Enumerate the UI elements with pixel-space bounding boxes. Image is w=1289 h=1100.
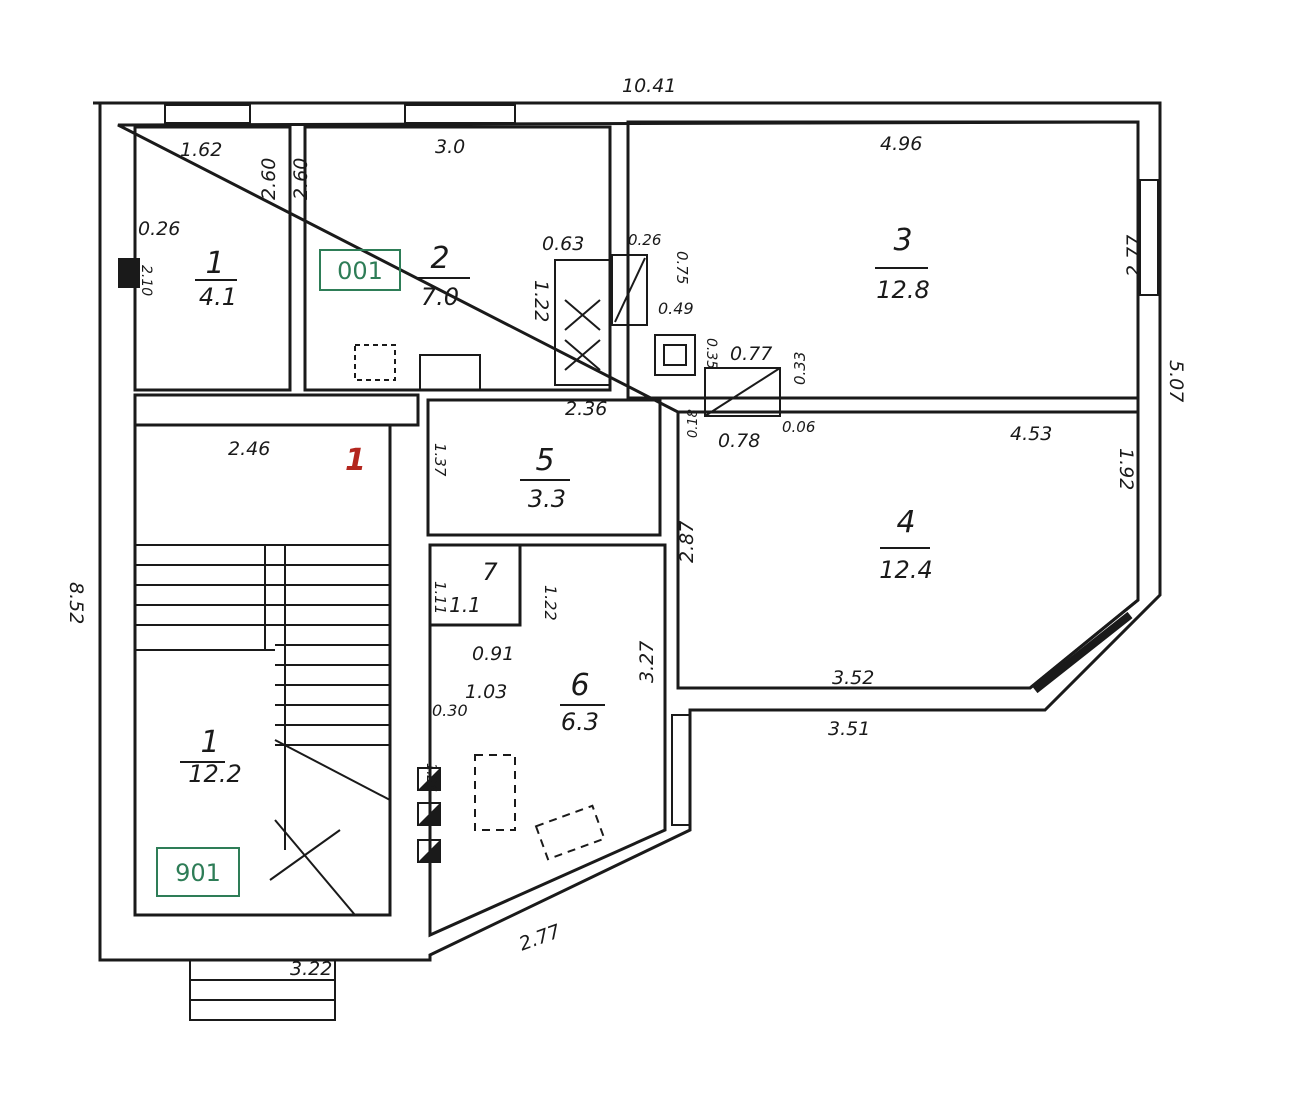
svg-text:2.36: 2.36 [565, 398, 607, 420]
svg-text:2.60: 2.60 [290, 158, 312, 200]
svg-text:1.22: 1.22 [541, 585, 560, 621]
room-area: 6.3 [561, 708, 599, 736]
svg-text:4.53: 4.53 [1010, 423, 1052, 445]
svg-text:0.33: 0.33 [791, 352, 809, 385]
svg-text:0.30: 0.30 [432, 701, 468, 720]
svg-text:2.87: 2.87 [676, 521, 698, 563]
svg-text:4.96: 4.96 [880, 133, 922, 155]
stair-hall-outline [133, 423, 392, 917]
svg-text:5.07: 5.07 [1165, 360, 1187, 402]
svg-text:3.51: 3.51 [828, 718, 870, 740]
svg-text:3.0: 3.0 [435, 136, 465, 158]
room-number: 2 [430, 241, 449, 276]
svg-text:3.52: 3.52 [832, 667, 874, 689]
svg-text:1.92: 1.92 [1115, 448, 1137, 490]
room-3-outline [626, 120, 1140, 400]
svg-text:1.11: 1.11 [431, 581, 449, 614]
room-number: 1 [205, 246, 224, 281]
chimney-icons [118, 258, 441, 863]
svg-text:1.62: 1.62 [180, 139, 222, 161]
staircase [135, 544, 391, 916]
room-number: 4 [896, 505, 915, 540]
room-area: 3.3 [528, 485, 566, 513]
room-number: 3 [893, 223, 912, 258]
window [1139, 179, 1159, 296]
svg-text:0.78: 0.78 [718, 430, 760, 452]
window [671, 714, 691, 826]
room-number: 7 [482, 558, 498, 586]
svg-text:0.26: 0.26 [138, 218, 180, 240]
svg-text:0.18: 0.18 [686, 409, 701, 438]
svg-text:2.60: 2.60 [258, 158, 280, 200]
svg-text:1.26: 1.26 [423, 763, 438, 792]
dimension-labels: 10.41 8.52 5.07 3.22 1.62 2.60 2.60 3.0 … [65, 75, 1187, 980]
tag-001-box [319, 249, 401, 291]
svg-text:2.46: 2.46 [228, 438, 270, 460]
svg-text:0.91: 0.91 [472, 643, 514, 665]
svg-text:3.22: 3.22 [290, 958, 332, 980]
entrance-steps [189, 959, 336, 1021]
svg-text:1.22: 1.22 [530, 280, 552, 322]
room-number: 1 [200, 725, 219, 760]
room-area: 12.2 [188, 760, 241, 788]
svg-text:0.77: 0.77 [730, 343, 772, 365]
room-area: 12.8 [876, 276, 929, 304]
room-area: 1.1 [449, 593, 481, 617]
room-area: 4.1 [199, 283, 237, 311]
room-6-outline [428, 543, 667, 938]
window [1032, 611, 1133, 694]
window [164, 104, 251, 124]
room-5-outline [426, 398, 662, 537]
svg-text:0.75: 0.75 [673, 251, 691, 284]
svg-text:2.77: 2.77 [516, 920, 563, 955]
svg-text:1.37: 1.37 [431, 443, 449, 477]
svg-text:0.06: 0.06 [782, 418, 815, 436]
tag-001: 001 [337, 257, 383, 285]
svg-text:2.10: 2.10 [138, 265, 154, 296]
room-area: 7.0 [421, 283, 459, 311]
window [404, 104, 516, 124]
svg-text:10.41: 10.41 [622, 75, 676, 97]
svg-text:0.26: 0.26 [628, 231, 661, 249]
svg-text:0.63: 0.63 [542, 233, 584, 255]
room-labels: 1 4.1 2 7.0 3 12.8 4 12.4 5 3.3 6 6.3 7 … [180, 223, 933, 788]
room-number: 6 [570, 668, 589, 703]
red-marker: 1 [345, 443, 366, 478]
room-area: 12.4 [879, 556, 932, 584]
svg-text:0.49: 0.49 [658, 299, 694, 318]
svg-text:2.77: 2.77 [1123, 235, 1145, 277]
outer-wall [93, 101, 1162, 962]
svg-text:1.03: 1.03 [465, 681, 507, 703]
tag-901: 901 [175, 859, 221, 887]
corridor-outline [133, 393, 420, 427]
ventilation-shafts [354, 254, 781, 861]
svg-text:0.35: 0.35 [703, 338, 719, 369]
svg-text:3.27: 3.27 [636, 641, 658, 683]
svg-text:8.52: 8.52 [65, 582, 87, 624]
tag-901-box [156, 847, 240, 897]
room-number: 5 [535, 443, 554, 478]
room-4-outline [676, 410, 1140, 690]
